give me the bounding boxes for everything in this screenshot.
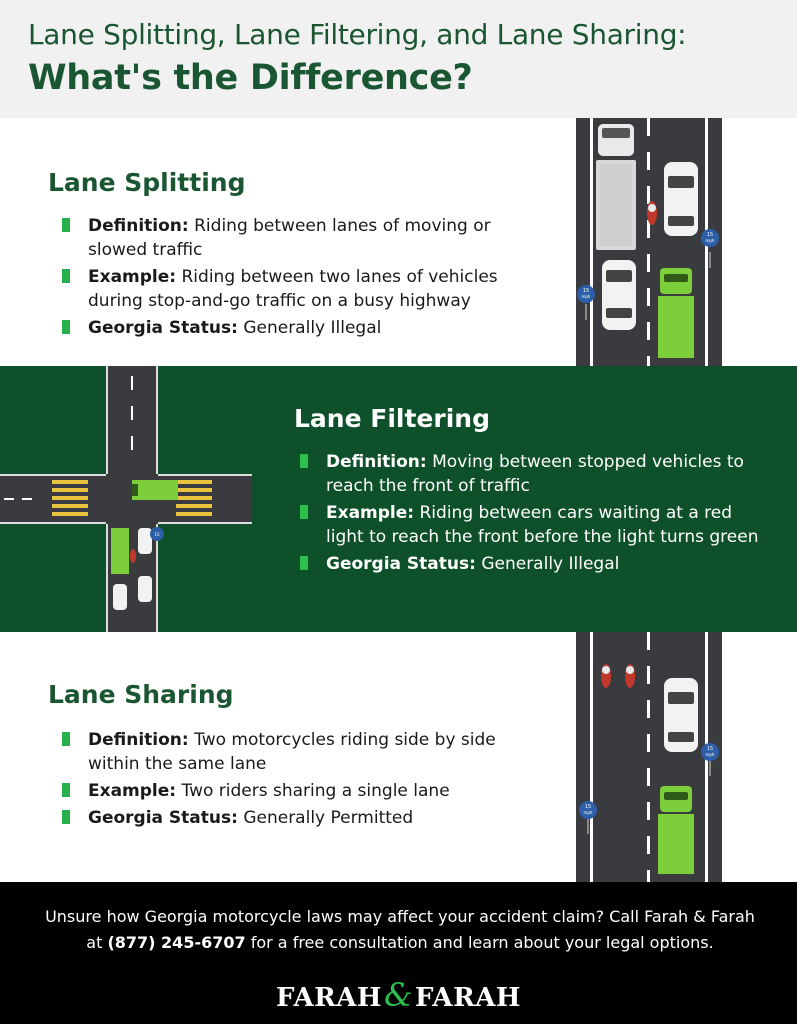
svg-text:mph: mph xyxy=(706,238,715,243)
item-text: Riding between two lanes of vehicles dur… xyxy=(88,267,498,311)
motorcycle-icon xyxy=(647,201,657,225)
bullet-square-icon xyxy=(62,218,70,232)
bullet-list: Definition: Two motorcycles riding side … xyxy=(62,728,542,833)
white-car-icon xyxy=(113,528,152,610)
footer: Unsure how Georgia motorcycle laws may a… xyxy=(0,882,797,1024)
svg-text:mph: mph xyxy=(584,810,593,815)
white-car-icon xyxy=(664,162,698,236)
bullet-list: Definition: Moving between stopped vehic… xyxy=(300,450,770,579)
speed-sign-icon: 15 mph xyxy=(701,229,719,268)
list-item: Georgia Status: Generally Illegal xyxy=(62,316,542,340)
section-title: Lane Splitting xyxy=(48,168,246,197)
list-item: Definition: Moving between stopped vehic… xyxy=(300,450,770,498)
list-item: Example: Riding between cars waiting at … xyxy=(300,501,770,549)
list-item: Example: Two riders sharing a single lan… xyxy=(62,779,542,803)
white-car-icon xyxy=(602,260,636,330)
bullet-square-icon xyxy=(62,810,70,824)
white-car-icon xyxy=(664,678,698,752)
motorcycle-icon xyxy=(601,664,611,688)
green-truck-icon xyxy=(132,480,178,500)
list-item: Definition: Two motorcycles riding side … xyxy=(62,728,542,776)
lane-splitting-section: Lane Splitting Definition: Riding betwee… xyxy=(0,118,797,366)
logo-word: FARAH xyxy=(276,983,382,1013)
lane-filtering-section: 15 Lane Filtering Definition: Moving bet… xyxy=(0,366,797,632)
item-label: Georgia Status: xyxy=(88,318,238,338)
item-label: Georgia Status: xyxy=(326,554,476,574)
speed-sign-icon: 15 mph xyxy=(579,801,597,834)
bullet-square-icon xyxy=(62,320,70,334)
section-title: Lane Sharing xyxy=(48,680,234,709)
item-label: Example: xyxy=(88,781,177,801)
list-item: Georgia Status: Generally Illegal xyxy=(300,552,770,576)
item-label: Definition: xyxy=(326,452,427,472)
title-line-1: Lane Splitting, Lane Filtering, and Lane… xyxy=(28,18,687,51)
white-truck-icon xyxy=(596,124,636,250)
item-text: Two motorcycles riding side by side with… xyxy=(88,730,496,774)
svg-text:mph: mph xyxy=(706,752,715,757)
list-item: Definition: Riding between lanes of movi… xyxy=(62,214,542,262)
item-text: Two riders sharing a single lane xyxy=(181,781,450,801)
logo-word: FARAH xyxy=(414,983,521,1013)
green-truck-icon xyxy=(658,786,694,874)
item-label: Georgia Status: xyxy=(88,808,238,828)
lane-sharing-section: Lane Sharing Definition: Two motorcycles… xyxy=(0,632,797,882)
highway-illustration: 15 mph 15 mph xyxy=(576,118,722,366)
motorcycle-icon xyxy=(625,664,635,688)
item-label: Example: xyxy=(88,267,177,287)
speed-sign-icon: 15 mph xyxy=(577,285,595,320)
section-title: Lane Filtering xyxy=(294,404,490,433)
highway-illustration: 15 mph 15 mph xyxy=(576,632,722,882)
bullet-list: Definition: Riding between lanes of movi… xyxy=(62,214,542,343)
green-truck-icon xyxy=(658,268,694,358)
item-text: Riding between cars waiting at a red lig… xyxy=(326,503,759,547)
svg-text:15: 15 xyxy=(585,804,591,810)
item-label: Example: xyxy=(326,503,415,523)
intersection-illustration: 15 xyxy=(0,366,252,632)
bullet-square-icon xyxy=(300,556,308,570)
item-text: Generally Permitted xyxy=(243,808,414,828)
list-item: Georgia Status: Generally Permitted xyxy=(62,806,542,830)
header: Lane Splitting, Lane Filtering, and Lane… xyxy=(0,0,797,118)
motorcycle-icon xyxy=(130,549,136,563)
bullet-square-icon xyxy=(62,269,70,283)
speed-sign-icon: 15 xyxy=(150,527,164,541)
item-text: Riding between lanes of moving or slowed… xyxy=(88,216,491,260)
svg-text:mph: mph xyxy=(582,294,591,299)
call-to-action: Unsure how Georgia motorcycle laws may a… xyxy=(40,904,760,956)
bullet-square-icon xyxy=(300,505,308,519)
svg-text:15: 15 xyxy=(707,746,713,752)
svg-text:15: 15 xyxy=(707,232,713,238)
green-truck-icon xyxy=(111,528,129,574)
cta-text: Unsure how Georgia motorcycle laws may a… xyxy=(45,907,755,952)
item-text: Generally Illegal xyxy=(243,318,382,338)
list-item: Example: Riding between two lanes of veh… xyxy=(62,265,542,313)
svg-text:15: 15 xyxy=(154,532,160,537)
phone-number[interactable]: (877) 245-6707 xyxy=(107,933,246,952)
title-line-2: What's the Difference? xyxy=(28,58,473,98)
bullet-square-icon xyxy=(300,454,308,468)
item-label: Definition: xyxy=(88,730,189,750)
logo-ampersand: & xyxy=(384,976,413,1014)
item-text: Moving between stopped vehicles to reach… xyxy=(326,452,744,496)
speed-sign-icon: 15 mph xyxy=(701,743,719,776)
farah-farah-logo: FARAH&FARAH xyxy=(0,976,797,1014)
bullet-square-icon xyxy=(62,783,70,797)
cta-text: for a free consultation and learn about … xyxy=(245,933,714,952)
bullet-square-icon xyxy=(62,732,70,746)
item-label: Definition: xyxy=(88,216,189,236)
svg-text:15: 15 xyxy=(583,288,589,294)
item-text: Generally Illegal xyxy=(481,554,620,574)
